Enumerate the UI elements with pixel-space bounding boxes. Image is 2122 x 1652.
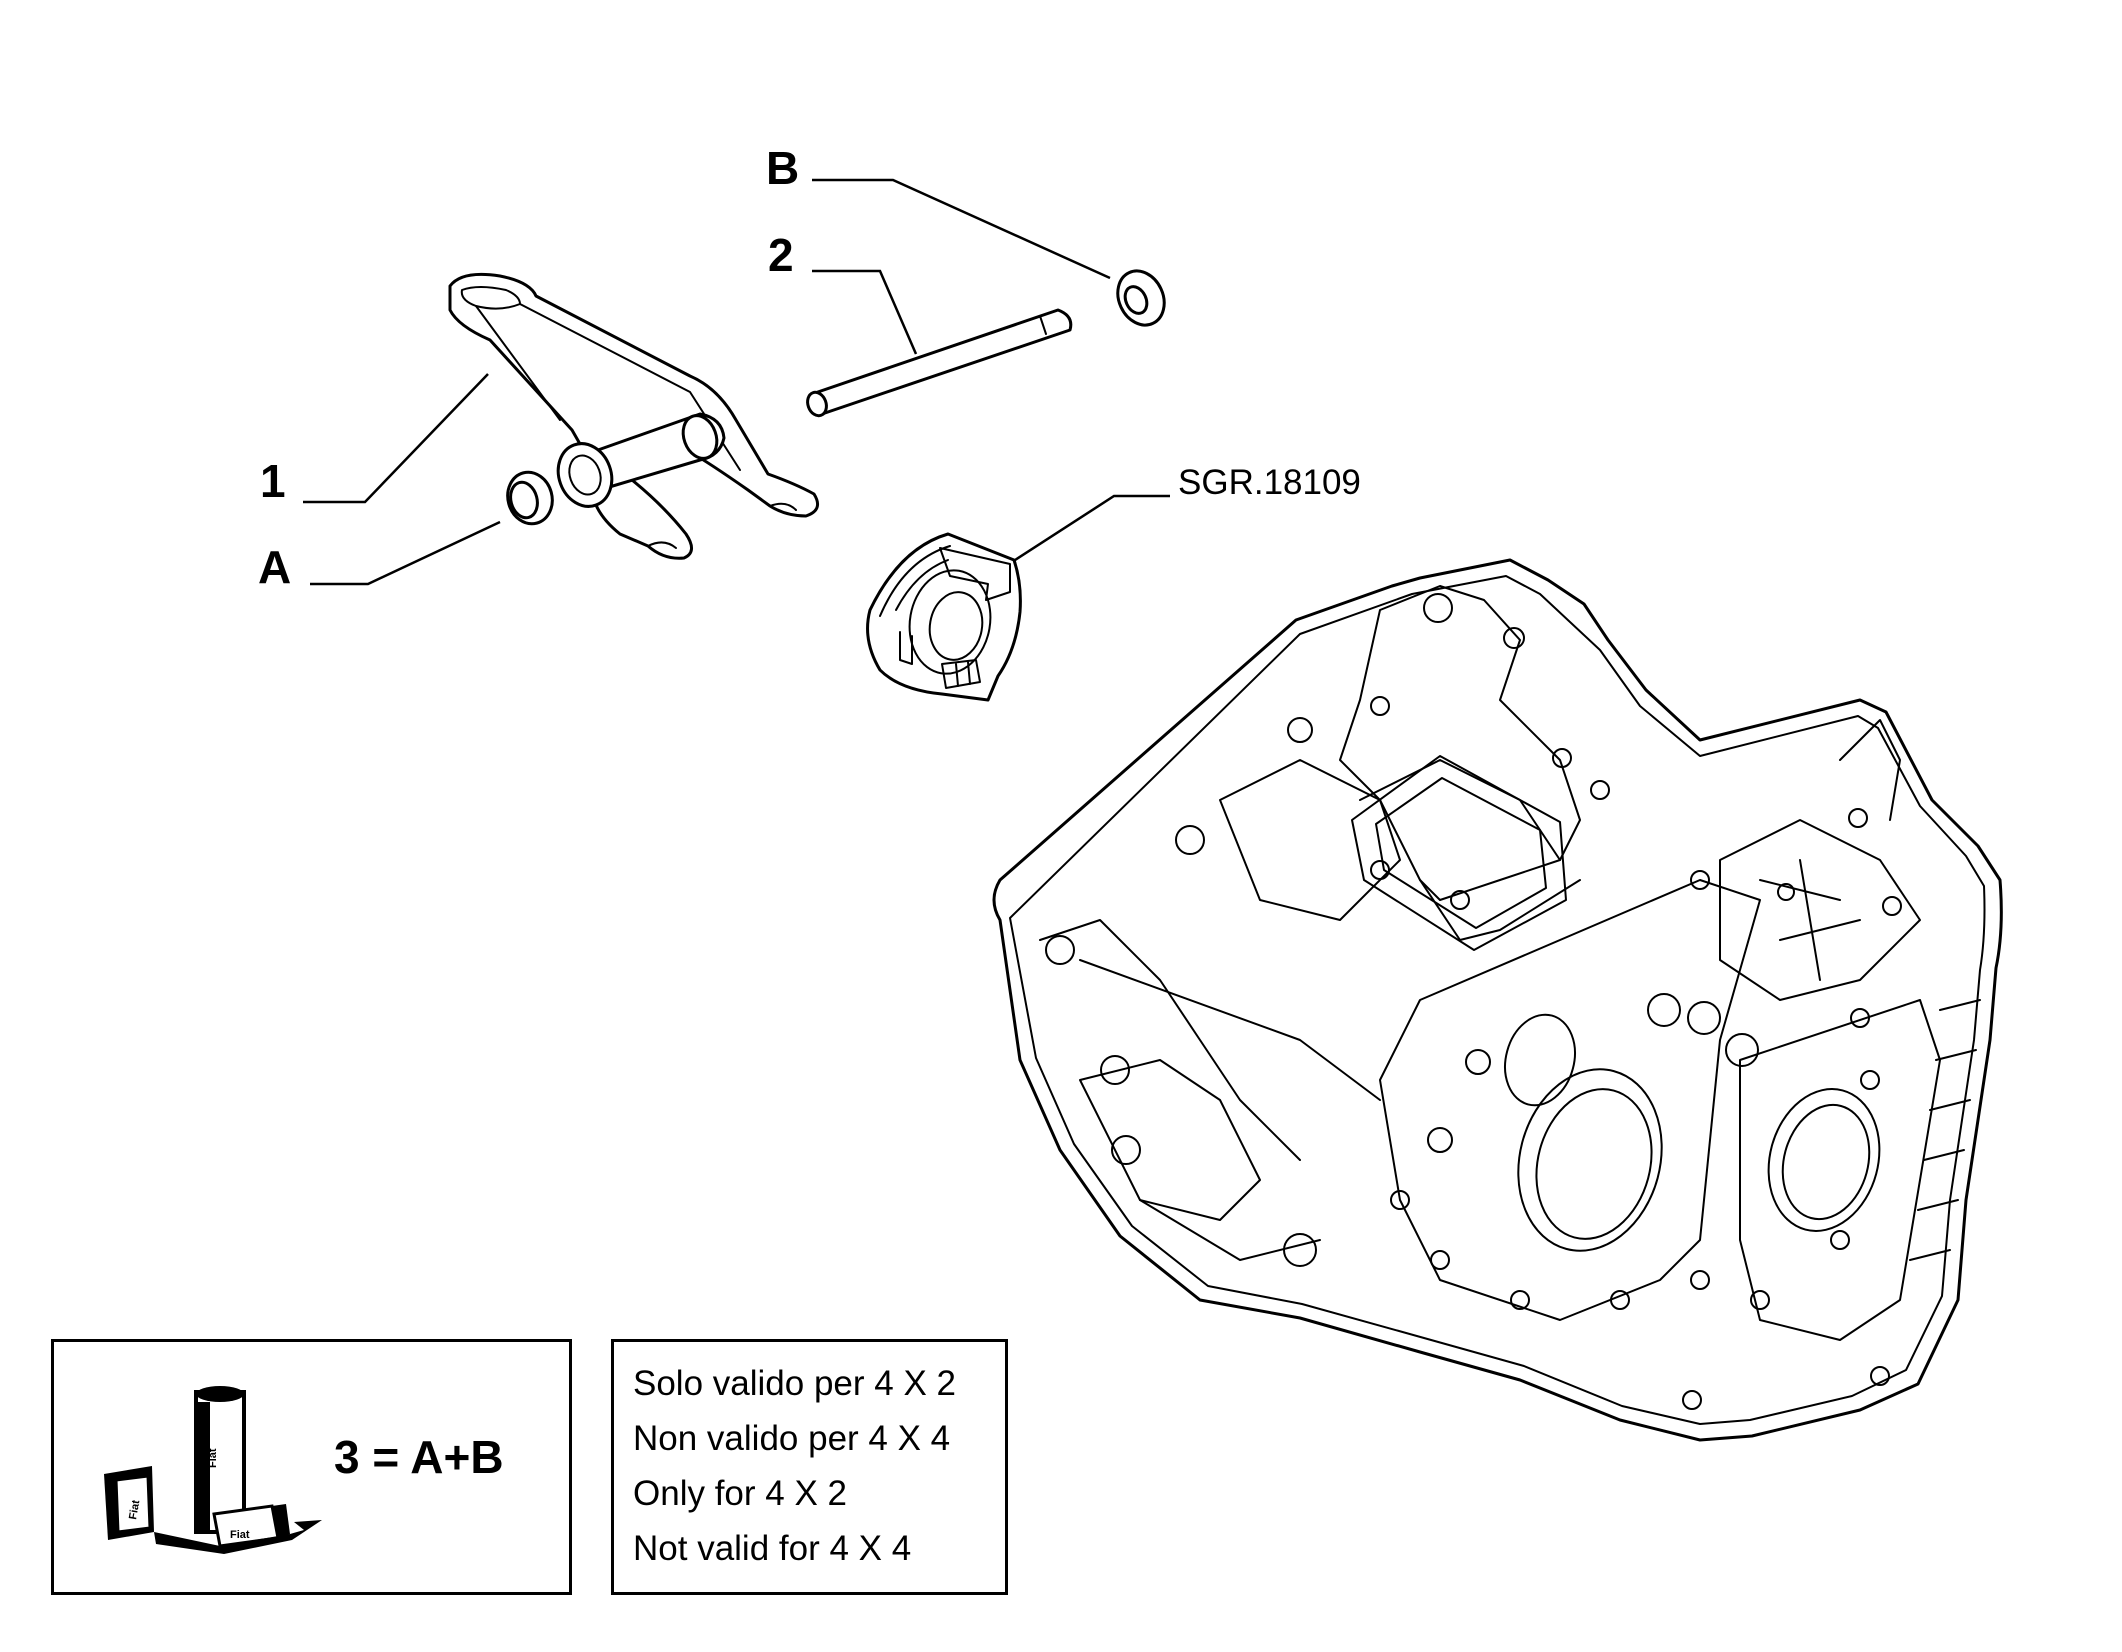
callout-a-label: A [258,541,291,593]
bushing-a [506,470,554,526]
kit-icon-brand-text-3: Fiat [230,1529,250,1541]
shaft-2 [806,308,1073,418]
callout-reference-label: SGR.18109 [1178,463,1361,502]
housing-bolt-bosses [1045,593,1902,1410]
leader-b [812,178,1111,280]
release-fork-1 [448,272,820,560]
validity-line-1: Solo valido per 4 X 2 [633,1364,956,1403]
validity-notes-box: Solo valido per 4 X 2 Non valido per 4 X… [611,1339,1008,1595]
release-bearing [866,532,1022,702]
leader-reference [1011,494,1170,564]
callout-2-label: 2 [768,229,794,281]
callout-1-label: 1 [260,455,286,507]
washer-b [1116,269,1166,327]
callout-b-label: B [766,142,799,194]
validity-line-4: Not valid for 4 X 4 [633,1529,912,1568]
kit-formula: 3 = A+B [334,1431,504,1483]
fiat-lubricant-kit-icon: Fiat Fiat Fiat [104,1386,322,1554]
validity-line-2: Non valido per 4 X 4 [633,1419,951,1458]
kit-box: Fiat Fiat Fiat 3 = A+B [51,1339,572,1595]
leader-2 [812,269,918,355]
leader-1 [303,373,489,504]
validity-line-3: Only for 4 X 2 [633,1474,847,1513]
leader-a [310,520,501,586]
kit-icon-brand-text-2: Fiat [127,1499,142,1521]
gearbox-housing [992,558,2003,1442]
kit-icon-brand-text-1: Fiat [207,1448,219,1468]
